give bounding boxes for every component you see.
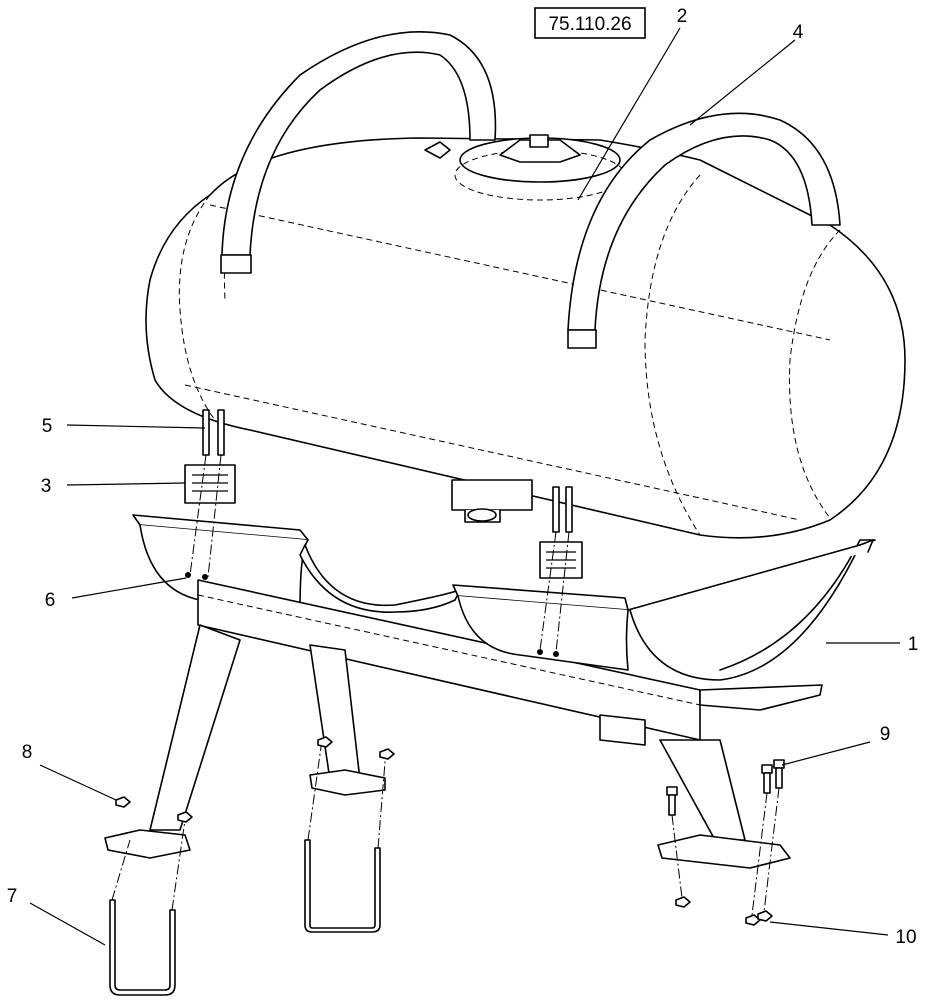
cradle-frame — [104, 514, 876, 869]
callout-2[interactable]: 2 — [677, 6, 688, 27]
callout-5[interactable]: 5 — [42, 416, 53, 437]
nuts — [115, 736, 773, 926]
callout-6[interactable]: 6 — [45, 590, 56, 611]
u-bolts — [109, 739, 387, 996]
callout-8[interactable]: 8 — [22, 742, 33, 763]
callout-7[interactable]: 7 — [7, 886, 18, 907]
reference-box[interactable]: 75.110.26 — [534, 7, 646, 39]
callout-3[interactable]: 3 — [41, 476, 52, 497]
callout-1[interactable]: 1 — [908, 634, 919, 655]
leader-lines — [29, 27, 900, 946]
strap-pad-right — [539, 541, 583, 579]
tank-strap-right — [567, 112, 841, 349]
strap-bolts — [189, 409, 573, 653]
callouts: 1 2 3 4 5 6 7 8 9 10 — [7, 6, 919, 948]
tank-strap-left — [220, 31, 497, 274]
mounting-bolts — [666, 759, 785, 916]
tank — [145, 134, 906, 539]
callout-4[interactable]: 4 — [793, 22, 804, 43]
reference-box-label: 75.110.26 — [548, 14, 631, 35]
strap-pad-left — [184, 464, 236, 504]
callout-9[interactable]: 9 — [880, 724, 891, 745]
callout-10[interactable]: 10 — [895, 927, 916, 948]
